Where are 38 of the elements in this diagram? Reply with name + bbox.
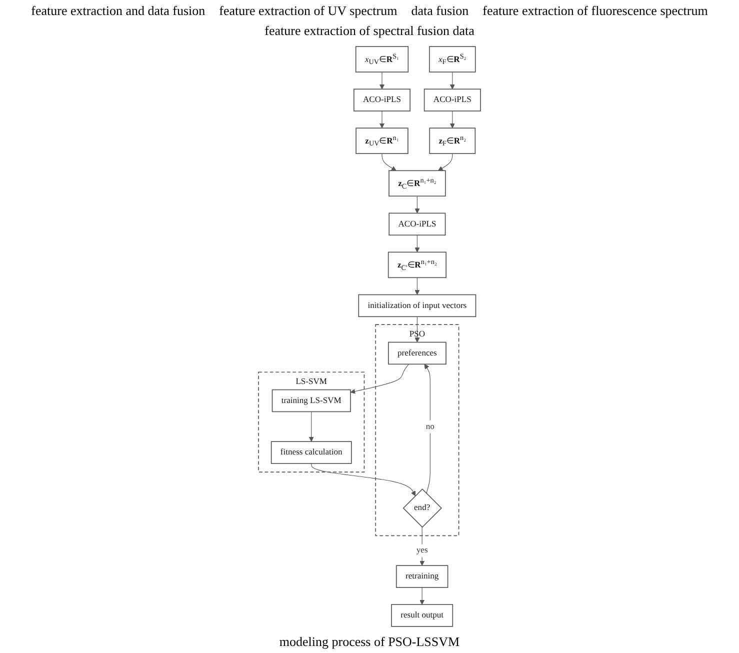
- node-box: ACO-iPLS: [424, 88, 481, 112]
- annotation-text: feature extraction of UV spectrum: [219, 3, 398, 19]
- edge-label: no: [426, 422, 434, 432]
- arrow: [420, 587, 425, 605]
- node-box: training LS-SVM: [272, 389, 351, 412]
- node-box: z$_{C'}$∈R$^{n₁+n₂}$: [388, 252, 446, 278]
- arrow: [350, 364, 409, 394]
- annotation-text: feature extraction of fluorescence spectrum: [482, 3, 708, 19]
- edge-label: yes: [416, 546, 428, 556]
- node-box: initialization of input vectors: [358, 294, 476, 318]
- arrow: [450, 72, 455, 90]
- node-box: preferences: [388, 342, 446, 365]
- arrow: [380, 72, 384, 90]
- annotation-text: modeling process of PSO-LSSVM: [279, 634, 460, 650]
- arrow: [414, 277, 420, 295]
- node-box: x$_{UV}$∈R$^{S₁}$: [355, 46, 409, 72]
- node-box: x$_{F}$∈R$^{S₂}$: [428, 46, 476, 72]
- arrow: [311, 463, 416, 496]
- arrow: [308, 411, 314, 442]
- arrow: [450, 110, 455, 128]
- node-box: ACO-iPLS: [388, 212, 446, 236]
- node-box: z$_{F}$∈R$^{n₂}$: [429, 128, 476, 154]
- arrow: [382, 153, 396, 171]
- node-diamond: end?: [402, 488, 442, 528]
- node-box: retraining: [396, 565, 448, 588]
- arrow: [438, 153, 453, 171]
- node-box: ACO-iPLS: [353, 88, 410, 112]
- node-box: z$_{UV}$∈R$^{n₁}$: [356, 128, 408, 154]
- arrow: [414, 234, 420, 252]
- arrow: [380, 110, 384, 128]
- annotation-text: data fusion: [411, 3, 469, 19]
- node-box: result output: [391, 604, 454, 627]
- annotation-text: feature extraction of spectral fusion data: [264, 23, 474, 39]
- node-box: fitness calculation: [270, 441, 352, 464]
- arrow: [414, 196, 420, 214]
- annotation-text: feature extraction and data fusion: [31, 3, 206, 19]
- arrow: [424, 364, 430, 494]
- node-box: z$_{C}$∈R$^{n₁+n₂}$: [388, 170, 446, 197]
